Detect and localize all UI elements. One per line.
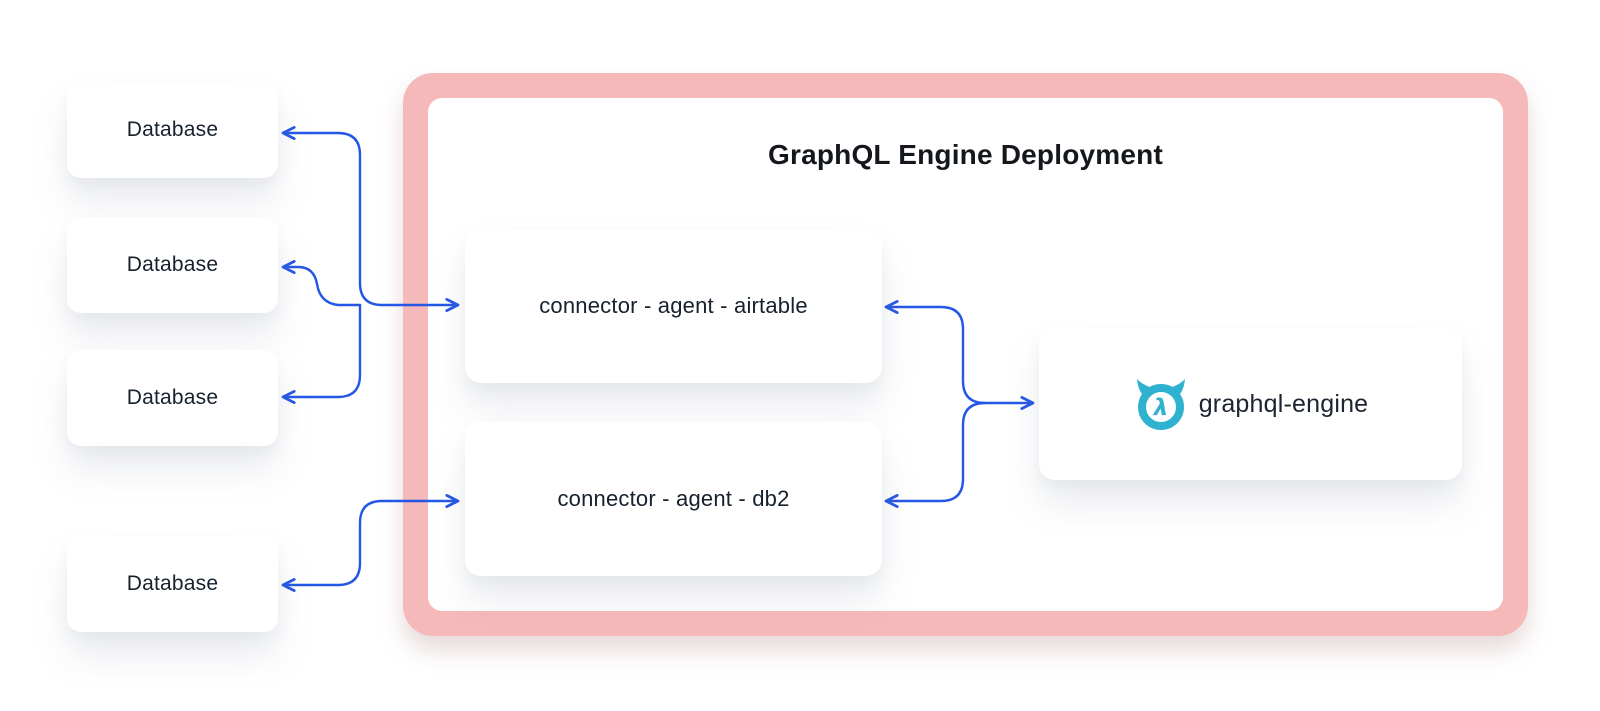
connector-agent-airtable-box: connector - agent - airtable <box>465 229 882 383</box>
database-box-2: Database <box>67 217 278 313</box>
arrow-branch-to-db2-database <box>281 260 362 307</box>
deployment-title: GraphQL Engine Deployment <box>768 139 1163 170</box>
connector-agent-db2-label: connector - agent - db2 <box>557 486 790 511</box>
arrow-branch-to-db3-database <box>281 303 362 404</box>
connector-agent-airtable-label: connector - agent - airtable <box>539 293 808 318</box>
database-box-3: Database <box>67 350 278 446</box>
database-box-4: Database <box>67 536 278 632</box>
database-box-1: Database <box>67 82 278 178</box>
database-label: Database <box>126 118 219 141</box>
graphql-engine-label: graphql-engine <box>1198 389 1369 418</box>
hasura-logo-icon: λ <box>1136 379 1185 430</box>
svg-text:λ: λ <box>1151 395 1168 421</box>
connector-agent-db2-box: connector - agent - db2 <box>465 422 882 576</box>
database-label: Database <box>126 572 219 595</box>
graphql-engine-box: λ graphql-engine <box>1039 328 1462 480</box>
database-label: Database <box>126 386 219 409</box>
database-label: Database <box>126 253 219 276</box>
